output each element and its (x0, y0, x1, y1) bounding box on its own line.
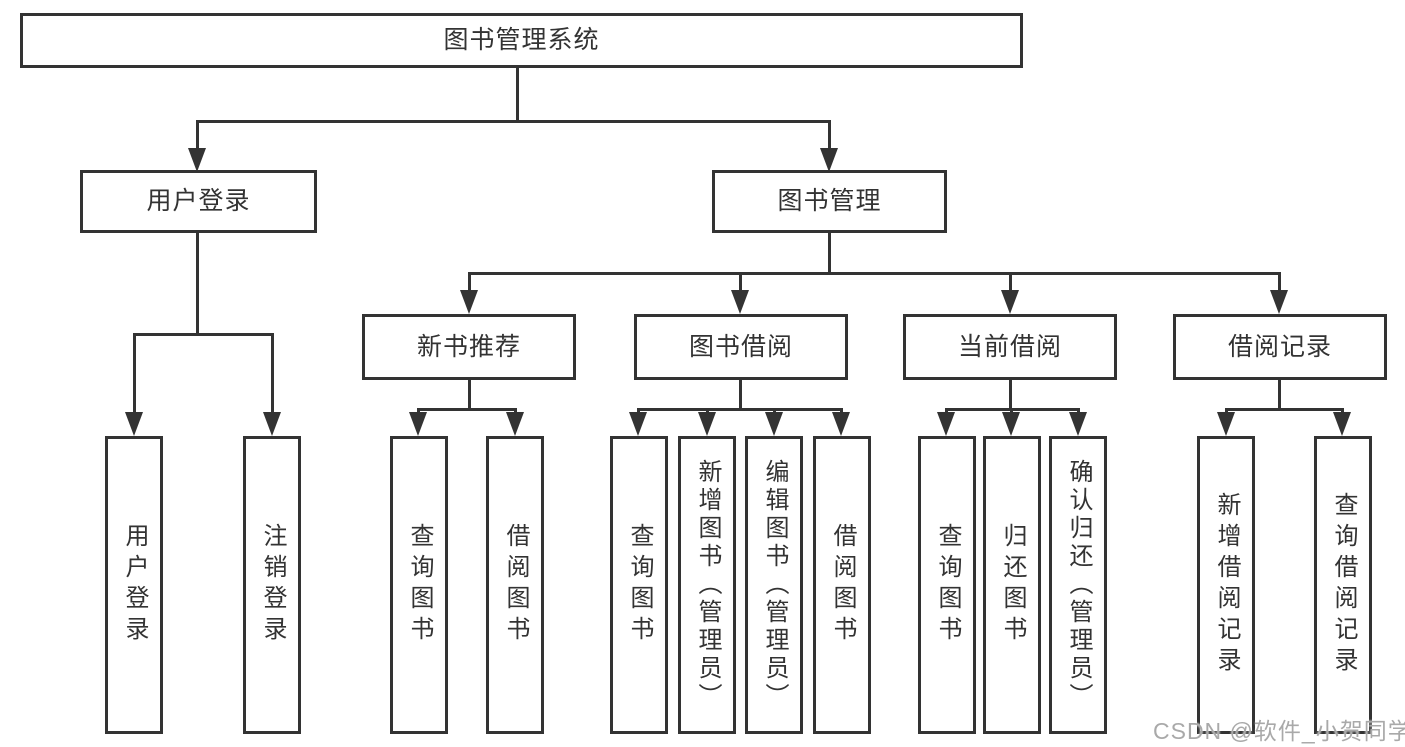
leaf-br-add-record-label: 新增借阅记录 (1213, 492, 1240, 678)
leaf-bb-edit-books-label: 编辑图书（管理员） (761, 459, 788, 711)
node-new-books-label: 新书推荐 (416, 332, 521, 361)
node-book-borrow-label: 图书借阅 (688, 332, 793, 361)
watermark: CSDN @软件_小贺同学 (1153, 718, 1405, 744)
connector-root-drop (516, 68, 519, 120)
arrowhead-cb-return (1002, 412, 1020, 436)
node-current-borrow: 当前借阅 (903, 314, 1117, 380)
leaf-nb-borrow-books: 借阅图书 (486, 436, 544, 734)
connector-book-borrow-bus (637, 408, 843, 411)
node-borrow-records: 借阅记录 (1173, 314, 1387, 380)
arrowhead-user-login (188, 148, 206, 172)
leaf-nb-query-books-label: 查询图书 (406, 523, 433, 647)
leaf-nb-query-books: 查询图书 (390, 436, 448, 734)
leaf-cb-return-books-label: 归还图书 (999, 523, 1026, 647)
arrowhead-br-query (1333, 412, 1351, 436)
arrowhead-bb-borrow (832, 412, 850, 436)
arrowhead-book-mgmt (820, 148, 838, 172)
leaf-br-add-record: 新增借阅记录 (1197, 436, 1255, 734)
leaf-bb-borrow-books: 借阅图书 (813, 436, 871, 734)
connector-stem-new-books (468, 272, 471, 293)
arrowhead-new-books (460, 290, 478, 314)
leaf-br-query-record: 查询借阅记录 (1314, 436, 1372, 734)
node-borrow-records-label: 借阅记录 (1227, 332, 1332, 361)
leaf-user-login-label: 用户登录 (121, 523, 148, 647)
connector-book-borrow-drop (739, 380, 742, 408)
arrowhead-cb-confirm (1069, 412, 1087, 436)
connector-stem-book-borrow (739, 272, 742, 293)
node-root: 图书管理系统 (20, 13, 1023, 68)
connector-borrow-records-bus (1225, 408, 1344, 411)
connector-current-borrow-drop (1009, 380, 1012, 408)
connector-stem-leaf-login (133, 333, 136, 415)
leaf-logout: 注销登录 (243, 436, 301, 734)
node-user-login: 用户登录 (80, 170, 317, 233)
arrowhead-bb-add (698, 412, 716, 436)
connector-stem-book-mgmt (828, 120, 831, 150)
leaf-logout-label: 注销登录 (259, 523, 286, 647)
arrowhead-cb-query (937, 412, 955, 436)
connector-new-books-bus (417, 408, 517, 411)
node-current-borrow-label: 当前借阅 (957, 332, 1062, 361)
connector-stem-leaf-logout (271, 333, 274, 415)
arrowhead-nb-query (409, 412, 427, 436)
connector-level1-bus (196, 120, 831, 123)
leaf-user-login: 用户登录 (105, 436, 163, 734)
node-book-mgmt: 图书管理 (712, 170, 947, 233)
leaf-cb-confirm-return: 确认归还（管理员） (1049, 436, 1107, 734)
leaf-br-query-record-label: 查询借阅记录 (1330, 492, 1357, 678)
arrowhead-bb-edit (765, 412, 783, 436)
arrowhead-leaf-login (125, 412, 143, 436)
leaf-nb-borrow-books-label: 借阅图书 (502, 523, 529, 647)
arrowhead-bb-query (629, 412, 647, 436)
leaf-bb-query-books-label: 查询图书 (626, 523, 653, 647)
connector-book-mgmt-bus (468, 272, 1281, 275)
leaf-cb-return-books: 归还图书 (983, 436, 1041, 734)
connector-stem-current-borrow (1009, 272, 1012, 293)
leaf-cb-query-books: 查询图书 (918, 436, 976, 734)
arrowhead-current-borrow (1001, 290, 1019, 314)
connector-borrow-records-drop (1278, 380, 1281, 408)
arrowhead-br-add (1217, 412, 1235, 436)
node-new-books: 新书推荐 (362, 314, 576, 380)
leaf-bb-add-books: 新增图书（管理员） (678, 436, 736, 734)
node-root-label: 图书管理系统 (443, 26, 600, 54)
connector-book-mgmt-drop (828, 233, 831, 272)
connector-user-login-bus (133, 333, 274, 336)
node-user-login-label: 用户登录 (146, 187, 251, 215)
connector-user-login-drop (196, 233, 199, 333)
connector-new-books-drop (468, 380, 471, 408)
arrowhead-borrow-records (1270, 290, 1288, 314)
leaf-bb-query-books: 查询图书 (610, 436, 668, 734)
node-book-borrow: 图书借阅 (634, 314, 848, 380)
leaf-bb-borrow-books-label: 借阅图书 (829, 523, 856, 647)
leaf-bb-edit-books: 编辑图书（管理员） (745, 436, 803, 734)
leaf-cb-confirm-return-label: 确认归还（管理员） (1065, 459, 1092, 711)
arrowhead-nb-borrow (506, 412, 524, 436)
arrowhead-leaf-logout (263, 412, 281, 436)
leaf-cb-query-books-label: 查询图书 (934, 523, 961, 647)
arrowhead-book-borrow (731, 290, 749, 314)
connector-stem-borrow-records (1278, 272, 1281, 293)
leaf-bb-add-books-label: 新增图书（管理员） (694, 459, 721, 711)
node-book-mgmt-label: 图书管理 (777, 187, 882, 215)
connector-stem-user-login (196, 120, 199, 150)
